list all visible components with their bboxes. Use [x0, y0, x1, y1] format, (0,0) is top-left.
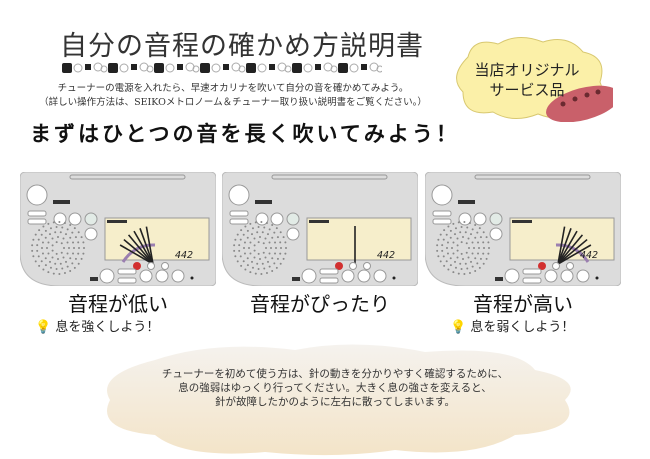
page-title: 自分の音程の確かめ方説明書	[60, 31, 424, 62]
intro-line-1: チューナーの電源を入れたら、早速オカリナを吹いて自分の音を確かめてみよう。	[57, 83, 409, 94]
note-cloud	[107, 344, 571, 456]
tuner-device: 442	[424, 171, 622, 287]
badge-cloud	[456, 37, 613, 122]
display-value: 442	[175, 250, 193, 261]
note-text: チューナーを初めて使う方は、針の動きを分かりやすく確認するために、 息の強弱はゆ…	[120, 367, 550, 409]
display-value: 442	[377, 250, 395, 261]
tuner-hint-text: 息を強くしよう！	[55, 320, 160, 335]
note-line-3: 針が故障したかのように左右に散ってしまいます。	[215, 396, 455, 408]
note-line-2: 息の強弱はゆっくり行ってください。大きく息の強さを変えると、	[178, 382, 492, 394]
tuner-device: 442	[19, 171, 217, 287]
tuner-hint: 💡 息を強くしよう！	[35, 316, 159, 335]
lightbulb-icon: 💡	[450, 320, 467, 335]
badge-line-1: 当店オリジナル	[474, 61, 580, 79]
section-heading: まずはひとつの音を長く吹いてみよう！	[30, 122, 460, 146]
tuner-hint-text: 息を弱くしよう！	[470, 320, 575, 335]
ocarina-icon	[546, 85, 613, 122]
decorative-border	[62, 62, 382, 73]
tuner-label: 音程が低い	[68, 292, 168, 316]
badge-line-2: サービス品	[489, 81, 565, 99]
tuner-label: 音程が高い	[473, 292, 573, 316]
intro-line-2: （詳しい操作方法は、SEIKOメトロノーム＆チューナー取り扱い説明書をご覧くださ…	[39, 97, 427, 108]
tuner-label: 音程がぴったり	[250, 292, 390, 316]
tuner-hint: 💡 息を弱くしよう！	[450, 316, 574, 335]
display-value: 442	[580, 250, 598, 261]
tuner-device: 442	[221, 171, 419, 287]
lightbulb-icon: 💡	[35, 320, 52, 335]
badge-text: 当店オリジナル サービス品	[462, 60, 592, 100]
note-line-1: チューナーを初めて使う方は、針の動きを分かりやすく確認するために、	[161, 368, 509, 380]
